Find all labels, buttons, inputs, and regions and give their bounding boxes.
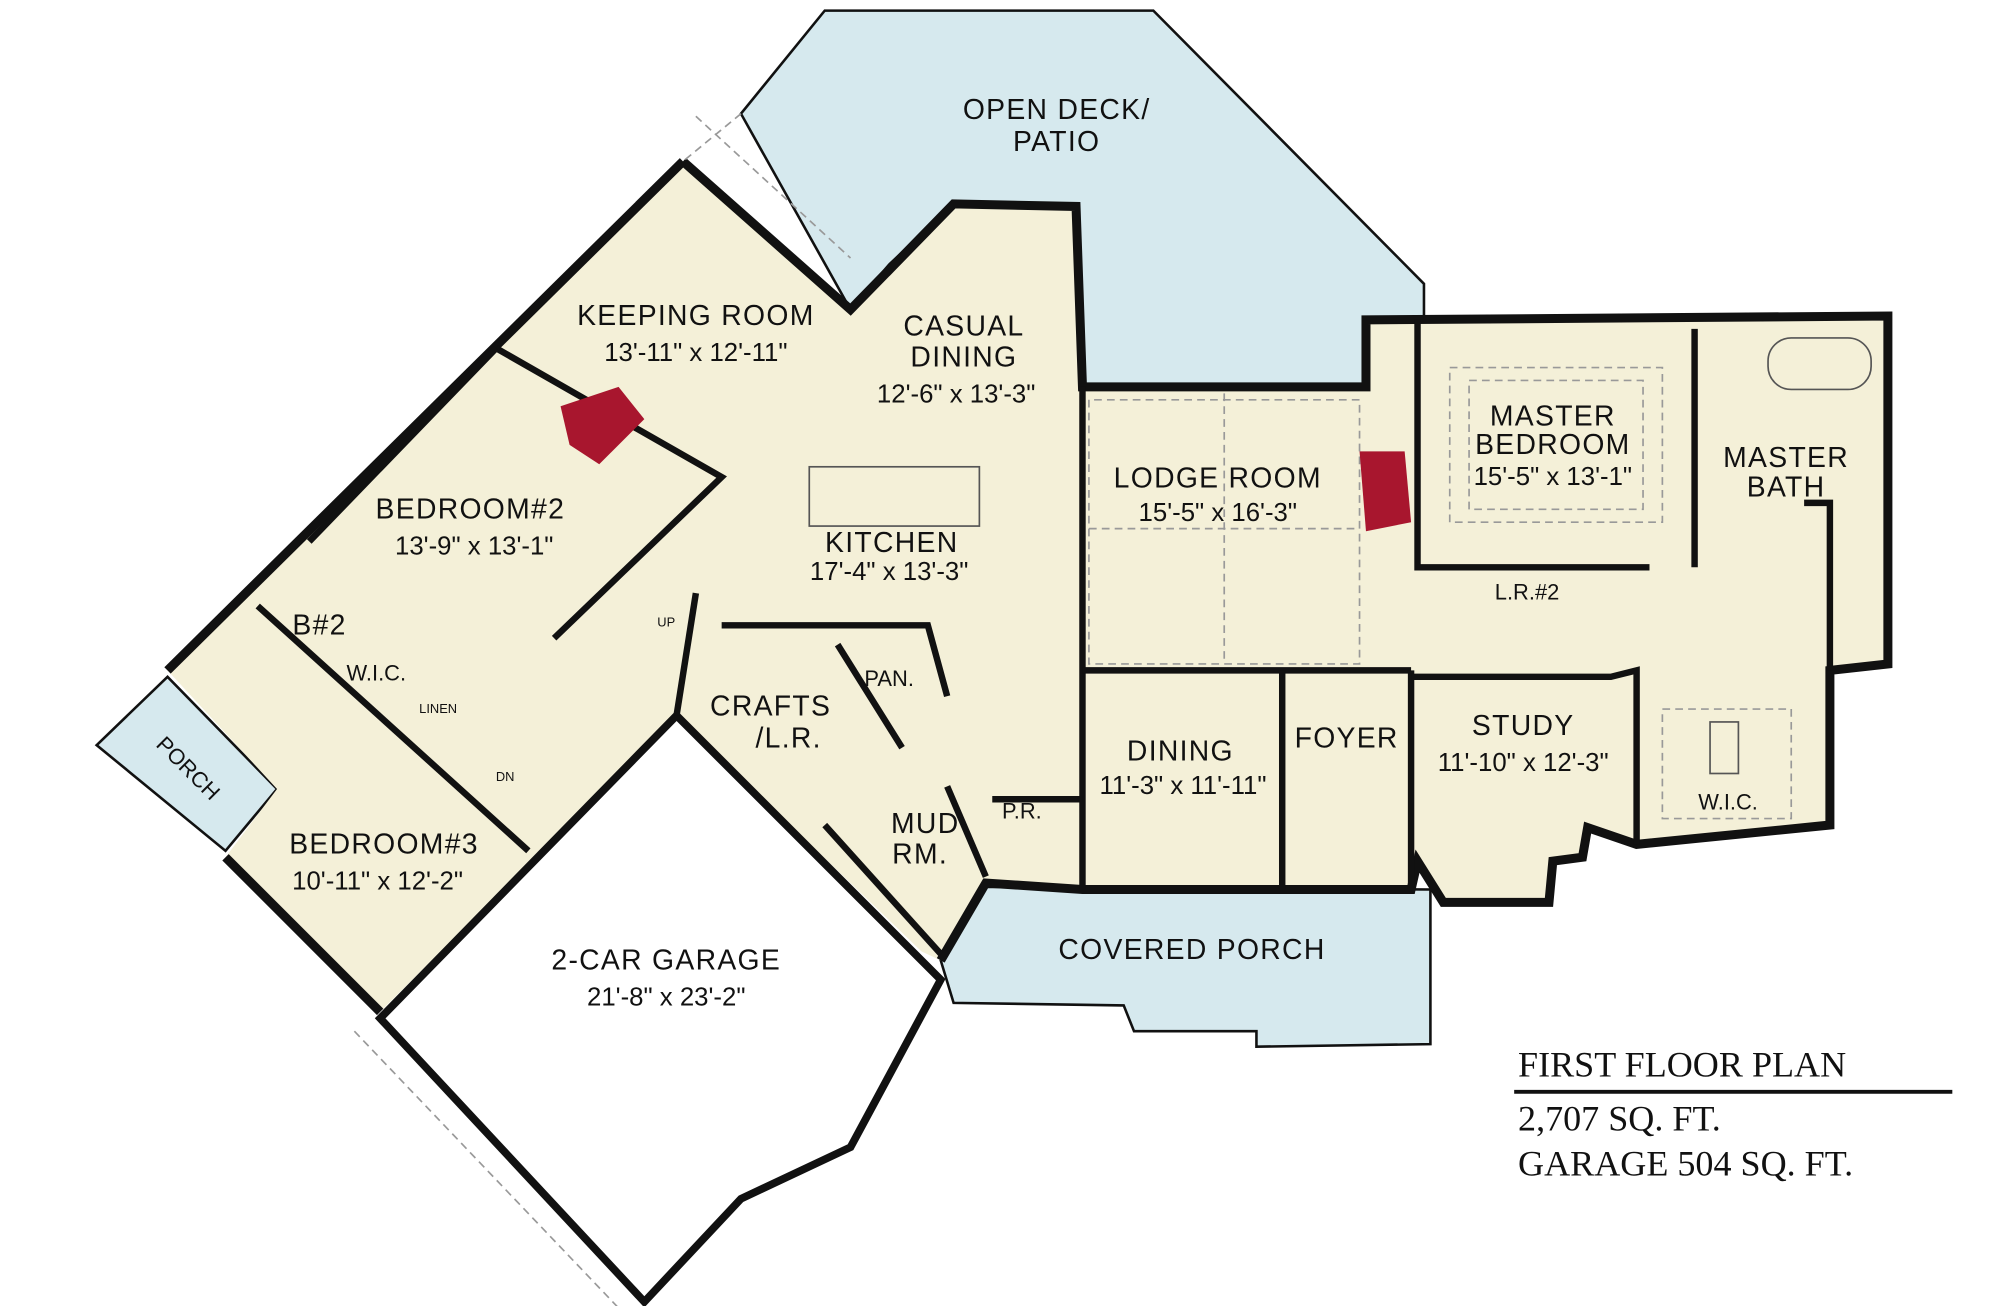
open-deck-label-2: PATIO <box>1013 126 1100 158</box>
master-bedroom-label: MASTER <box>1490 401 1616 433</box>
bedroom-2-label: BEDROOM#2 <box>376 493 566 525</box>
lodge-room-dims: 15'-5" x 16'-3" <box>1139 499 1297 527</box>
left-wing-walls <box>164 158 687 674</box>
bedroom-3-dims: 10'-11" x 12'-2" <box>292 867 463 895</box>
dining-label: DINING <box>1127 736 1234 768</box>
interior-walls <box>255 319 1834 957</box>
garage-door-line <box>353 1030 618 1306</box>
fireplace-lodge-room <box>1359 451 1412 532</box>
stairs-down-label: DN <box>496 769 515 784</box>
kitchen-island <box>808 465 981 527</box>
pantry-label: PAN. <box>864 666 913 691</box>
garage-area: GARAGE 504 SQ. FT. <box>1518 1144 1853 1184</box>
plan-title: FIRST FLOOR PLAN <box>1518 1044 1846 1084</box>
casual-dining-label: CASUAL <box>903 310 1024 342</box>
master-bath-label: MASTER <box>1723 442 1849 474</box>
mud-room-label: MUD <box>891 808 959 840</box>
powder-room-label: P.R. <box>1002 799 1042 824</box>
casual-dining-dims: 12'-6" x 13'-3" <box>877 380 1035 408</box>
kitchen-label: KITCHEN <box>825 527 958 559</box>
study-dims: 11'-10" x 12'-3" <box>1438 749 1609 777</box>
bedroom-3-label: BEDROOM#3 <box>289 828 479 860</box>
master-wic-label: W.I.C. <box>1698 790 1758 815</box>
total-area: 2,707 SQ. FT. <box>1518 1098 1721 1138</box>
dining-dims: 11'-3" x 11'-11" <box>1099 772 1266 800</box>
crafts-label-2: /L.R. <box>756 723 822 755</box>
keeping-room-dims: 13'-11" x 12'-11" <box>604 339 787 367</box>
master-bedroom-dims: 15'-5" x 13'-1" <box>1474 463 1632 491</box>
mud-room-label-2: RM. <box>892 839 948 871</box>
fireplace-keeping-room <box>560 386 645 465</box>
master-bedroom-label-2: BEDROOM <box>1475 429 1630 461</box>
wic-island <box>1709 721 1740 775</box>
linen-label: LINEN <box>419 701 457 716</box>
garage-label: 2-CAR GARAGE <box>551 944 781 976</box>
master-tub <box>1767 337 1872 391</box>
kitchen-dims: 17'-4" x 13'-3" <box>810 558 968 586</box>
covered-porch-label: COVERED PORCH <box>1058 934 1325 966</box>
crafts-label: CRAFTS <box>710 690 831 722</box>
stairs-up-label: UP <box>657 615 675 630</box>
bath-2-label: B#2 <box>292 609 346 641</box>
open-deck-label: OPEN DECK/ <box>963 94 1151 126</box>
house-floor <box>167 161 1888 1012</box>
casual-dining-label-2: DINING <box>910 341 1017 373</box>
keeping-room-label: KEEPING ROOM <box>577 300 815 332</box>
foyer-label: FOYER <box>1295 723 1399 755</box>
master-bath-label-2: BATH <box>1747 471 1826 503</box>
laundry-2-label: L.R.#2 <box>1495 580 1560 605</box>
lodge-room-label: LODGE ROOM <box>1114 462 1322 494</box>
garage-dims: 21'-8" x 23'-2" <box>587 983 745 1011</box>
study-label: STUDY <box>1472 710 1575 742</box>
wic-label: W.I.C. <box>346 661 406 686</box>
covered-porch-area <box>939 885 1432 1048</box>
bedroom-2-dims: 13'-9" x 13'-1" <box>395 532 553 560</box>
